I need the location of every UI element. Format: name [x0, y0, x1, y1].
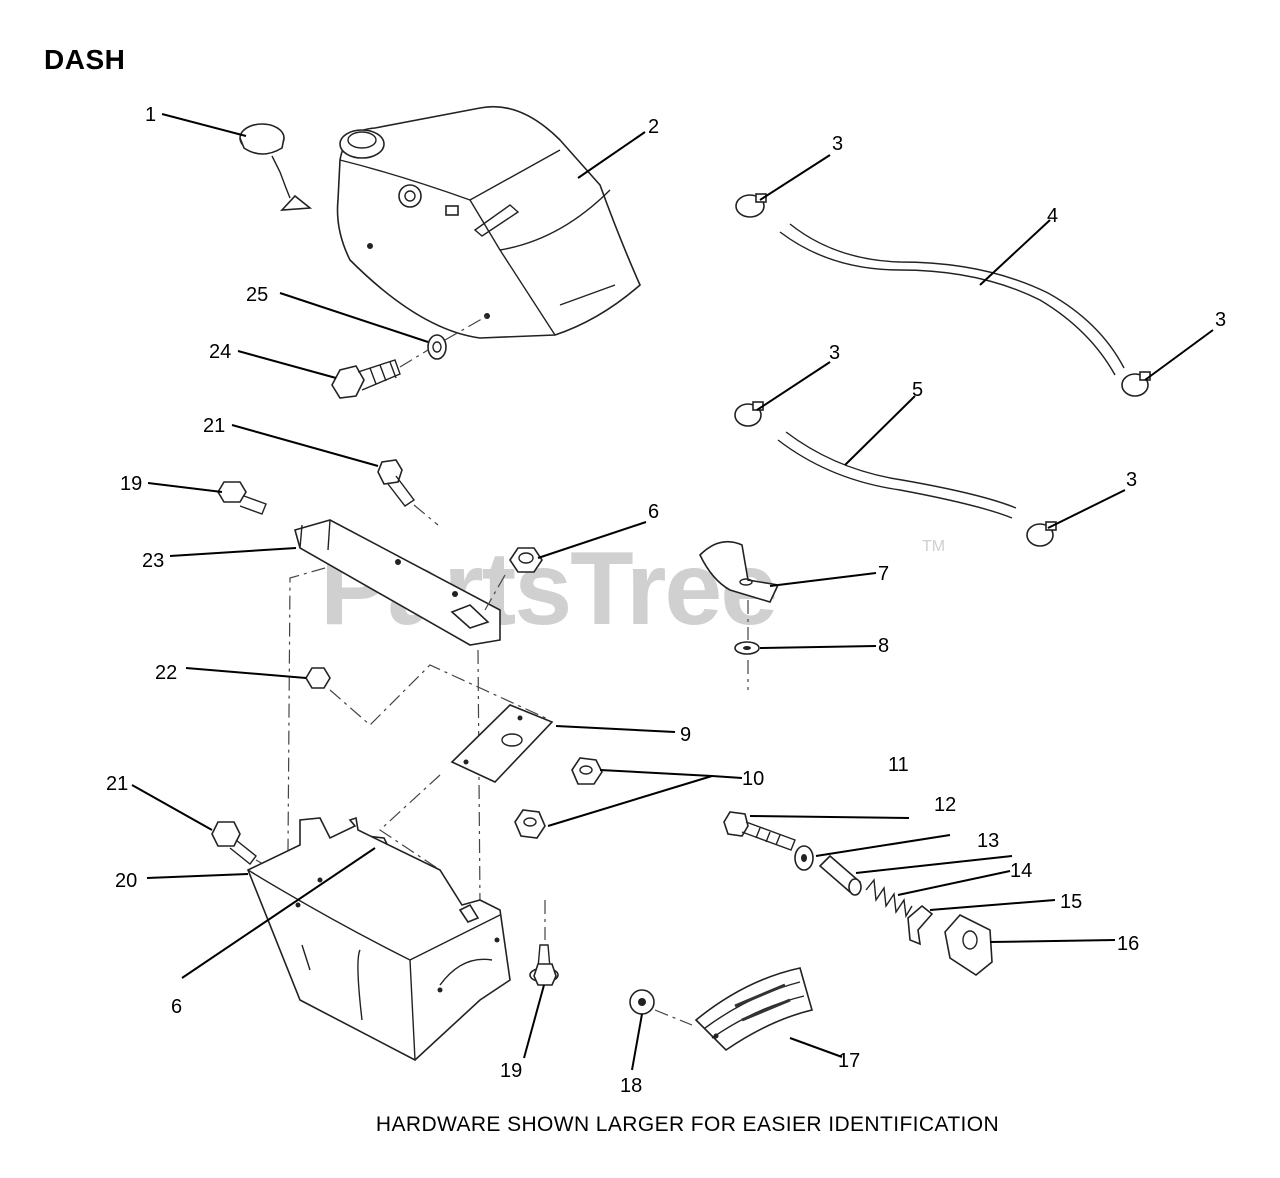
watermark-trademark: TM — [922, 538, 946, 555]
callout-15: 15 — [1060, 891, 1082, 913]
part-support-bracket-23 — [294, 519, 501, 646]
part-bolt-21-top — [377, 459, 439, 526]
part-bolt-11 — [723, 811, 796, 851]
part-spring-14 — [865, 878, 913, 919]
part-decal-17 — [694, 967, 813, 1052]
callout-19-lower: 19 — [500, 1060, 522, 1082]
part-hose-clamp-c — [734, 401, 764, 427]
callout-14: 14 — [1010, 860, 1032, 882]
callout-11: 11 — [888, 754, 909, 776]
callout-13: 13 — [977, 830, 999, 852]
part-washer-8 — [734, 641, 760, 655]
part-bracket-16 — [944, 914, 993, 976]
part-mounting-plate-9 — [450, 704, 554, 783]
callout-24: 24 — [209, 341, 231, 363]
callout-labels: 1 2 3 4 3 3 5 3 6 7 8 9 10 11 12 13 14 1… — [106, 104, 1226, 1097]
callout-16: 16 — [1117, 933, 1139, 955]
callout-19-top: 19 — [120, 473, 142, 495]
callout-21-top: 21 — [203, 415, 225, 437]
part-washer-18 — [629, 989, 655, 1015]
callout-23: 23 — [142, 550, 164, 572]
callout-5: 5 — [912, 379, 923, 401]
part-fuel-cap — [239, 123, 313, 211]
callout-6-top: 6 — [648, 501, 659, 523]
part-nut-22 — [305, 667, 331, 689]
part-screw-19-lower — [529, 900, 559, 986]
part-fuel-line-5 — [777, 431, 1017, 519]
part-clip-15 — [907, 904, 934, 946]
callout-12: 12 — [934, 794, 956, 816]
part-nut-6-top — [509, 547, 543, 573]
callout-4: 4 — [1047, 205, 1058, 227]
leader-lines — [131, 113, 1214, 1071]
footer-note: HARDWARE SHOWN LARGER FOR EASIER IDENTIF… — [375, 1113, 1000, 1136]
callout-22: 22 — [155, 662, 177, 684]
callout-25: 25 — [246, 284, 268, 306]
callout-3-right: 3 — [1215, 309, 1226, 331]
part-washer-25 — [427, 334, 447, 360]
part-dash-housing — [336, 105, 641, 339]
part-screw-24 — [331, 349, 429, 399]
callout-8: 8 — [878, 635, 889, 657]
part-clip-7 — [699, 540, 780, 603]
callout-18: 18 — [620, 1075, 642, 1097]
part-nut-10-upper — [571, 757, 603, 785]
part-spacer-13 — [818, 854, 862, 896]
part-hose-clamp-b — [1121, 371, 1151, 397]
callout-20: 20 — [115, 870, 137, 892]
callout-1: 1 — [145, 104, 156, 126]
part-bolt-19-top — [217, 481, 267, 515]
callout-3-middle: 3 — [829, 342, 840, 364]
callout-3-lower: 3 — [1126, 469, 1137, 491]
part-washer-12 — [794, 845, 814, 871]
part-nut-10-lower — [514, 809, 546, 839]
callout-10: 10 — [742, 768, 764, 790]
callout-9: 9 — [680, 724, 691, 746]
callout-21-lower: 21 — [106, 773, 128, 795]
part-fuel-line-4 — [779, 223, 1125, 376]
callout-17: 17 — [838, 1050, 860, 1072]
callout-2: 2 — [648, 116, 659, 138]
part-dash-panel-20 — [246, 816, 511, 1061]
diagram-title: DASH — [44, 44, 126, 75]
callout-6-lower: 6 — [171, 996, 182, 1018]
callout-7: 7 — [878, 563, 889, 585]
callout-3-top: 3 — [832, 133, 843, 155]
part-hose-clamp-a — [735, 193, 767, 218]
